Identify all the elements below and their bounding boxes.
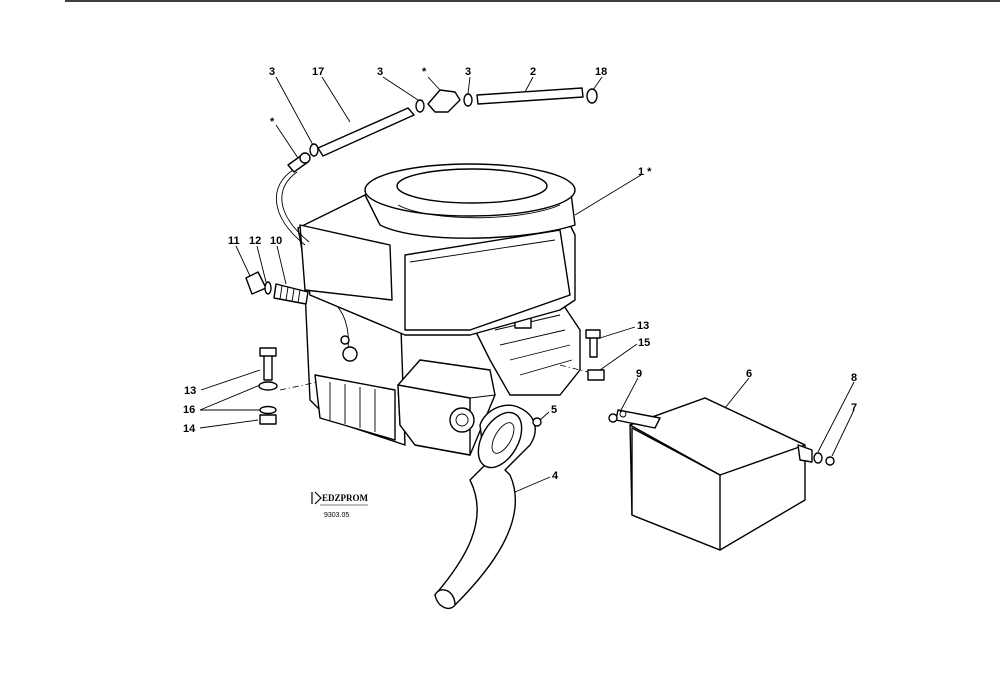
logo-mark-icon: [311, 491, 322, 505]
label-bolt-13-left: 13: [184, 385, 196, 397]
label-washers-16: 16: [183, 404, 195, 416]
label-hose-upper: 17: [312, 66, 324, 78]
engine-assembly: [297, 163, 581, 446]
logo-brand: EDZPROM: [322, 493, 369, 503]
label-bolt-7: 7: [851, 402, 857, 414]
exhaust-pipe: [434, 404, 536, 610]
screw-5-shape: [532, 417, 542, 427]
label-hose-right: 2: [530, 66, 536, 78]
washer-8-shape: [813, 452, 823, 464]
label-washer-8: 8: [851, 372, 857, 384]
label-fuel-filter-top: *: [422, 66, 427, 78]
label-hose-clamp-b: 3: [377, 66, 383, 78]
label-bolt-13-right: 13: [637, 320, 649, 332]
label-stud-10: 10: [270, 235, 282, 247]
label-nut-11: 11: [228, 235, 240, 247]
stud-assembly: [245, 271, 309, 305]
callout-labels: 3 17 3 * 3 2 18 * 1 * 11 12 10 13 16 14 …: [183, 66, 857, 482]
muffler-guard: [615, 397, 813, 551]
label-nut-14: 14: [183, 423, 196, 435]
label-screw-5: 5: [551, 404, 557, 416]
label-muffler-guard: 6: [746, 368, 752, 380]
left-mount-hardware: [258, 347, 319, 425]
label-tank-fitting: 18: [595, 66, 607, 78]
leader-lines: [199, 76, 855, 493]
label-engine: 1 *: [638, 166, 652, 178]
label-exhaust-pipe: 4: [552, 470, 559, 482]
label-washer-12: 12: [249, 235, 261, 247]
manufacturer-logo: EDZPROM 9303.05: [311, 491, 369, 519]
fuel-line: [275, 87, 598, 246]
right-mount-hardware: [559, 329, 605, 381]
label-nut-15: 15: [638, 337, 650, 349]
label-hose-clamp-a: 3: [269, 66, 275, 78]
bolt-7-shape: [825, 456, 835, 466]
label-fuel-fitting-left: *: [270, 116, 275, 128]
label-bolt-9: 9: [636, 368, 642, 380]
muffler: [397, 359, 496, 456]
logo-code: 9303.05: [324, 512, 349, 519]
label-hose-clamp-c: 3: [465, 66, 471, 78]
bolt-9-shape: [608, 413, 618, 423]
